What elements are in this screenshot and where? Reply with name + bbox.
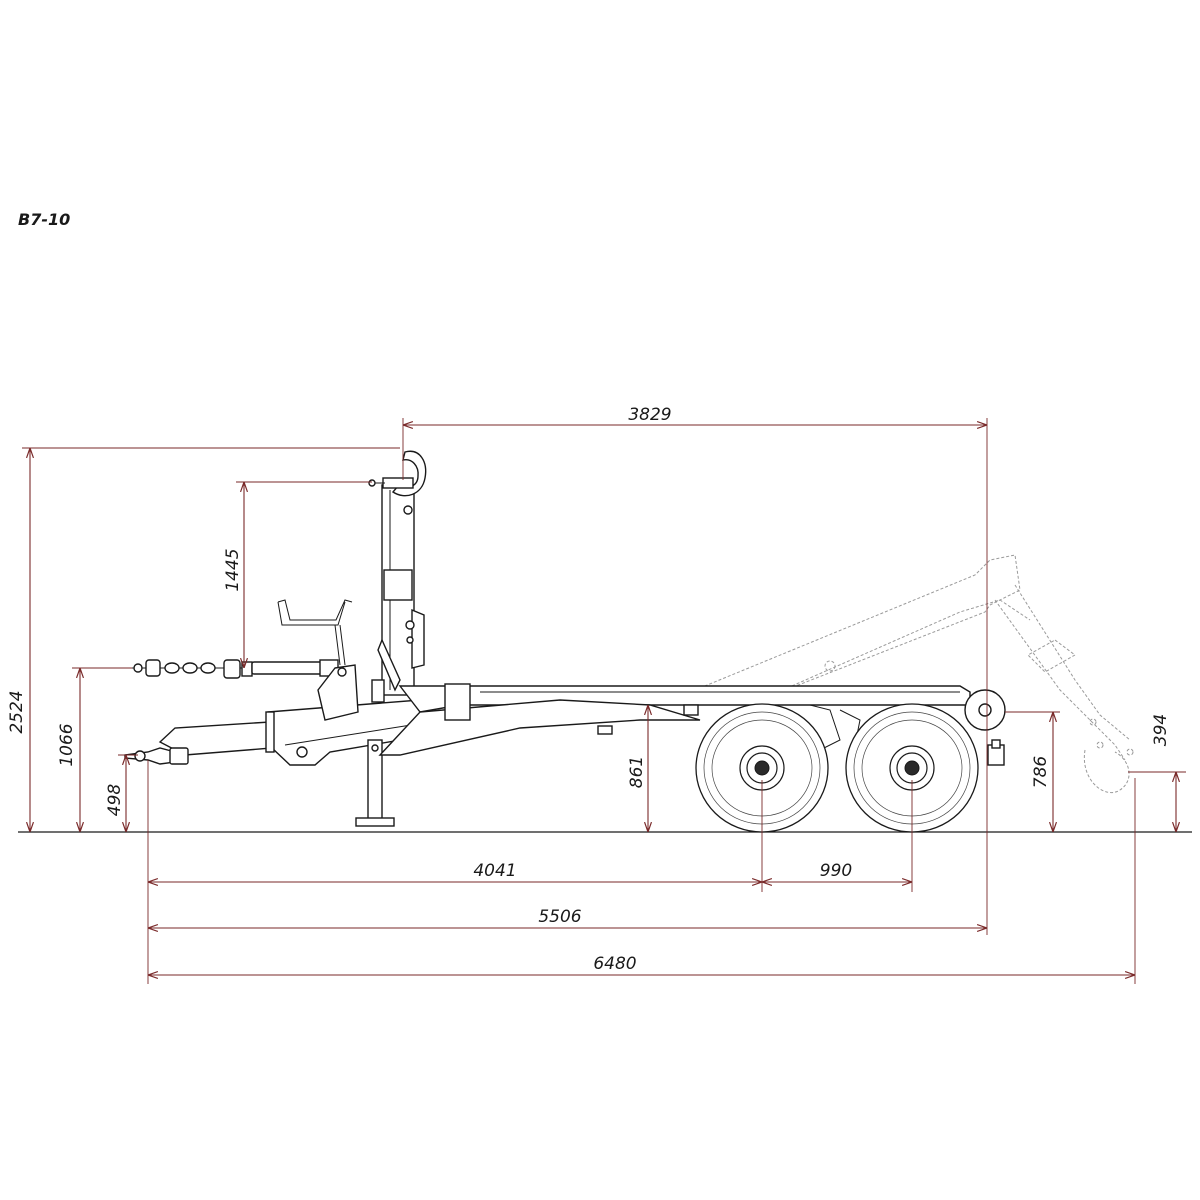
dimension-label-frame-height: 861	[627, 756, 647, 788]
drawbar	[124, 699, 451, 766]
dimension-hook-arm-height: 1445	[223, 481, 372, 668]
dimension-label-drawbar-height: 1066	[57, 723, 77, 766]
dimension-hitch-to-front-axle: 4041	[148, 861, 762, 882]
dimension-axle-spacing: 990	[762, 861, 912, 882]
dimension-label-rear-hook-height: 394	[1151, 714, 1171, 746]
dimension-label-hook-to-rear: 3829	[628, 405, 671, 425]
rear-roller	[964, 689, 1006, 766]
dimension-label-hook-arm-height: 1445	[223, 548, 243, 591]
dimension-hook-to-rear: 3829	[402, 405, 988, 935]
dimension-rear-roller-height: 786	[1005, 711, 1060, 832]
dimension-label-total-length: 6480	[593, 954, 636, 974]
dimension-total-length: 6480	[148, 954, 1135, 975]
dimension-frame-height: 861	[627, 705, 648, 832]
dimension-hitch-to-rear: 5506	[148, 907, 987, 928]
dimension-rear-hook-height: 394	[1128, 714, 1186, 832]
hook-arm	[368, 450, 427, 696]
dimension-label-axle-spacing: 990	[820, 861, 852, 881]
chain-and-cylinder	[130, 659, 359, 721]
dimension-label-hitch-to-front-axle: 4041	[473, 861, 516, 881]
dimension-total-height: 2524	[7, 447, 400, 832]
support-leg	[355, 739, 395, 827]
model-label: B7-10	[18, 210, 71, 229]
dimension-drawbar-height: 1066	[57, 667, 132, 832]
dimension-label-total-height: 2524	[7, 690, 27, 733]
dimension-hitch-height: 498	[105, 754, 138, 832]
raised-hook-arm-ghost	[699, 554, 1134, 793]
dimension-label-hitch-to-rear: 5506	[538, 907, 581, 927]
dimension-label-rear-roller-height: 786	[1031, 756, 1051, 789]
container-guide	[277, 599, 353, 666]
front-wheel	[695, 703, 829, 833]
dimension-label-hitch-height: 498	[105, 784, 125, 817]
